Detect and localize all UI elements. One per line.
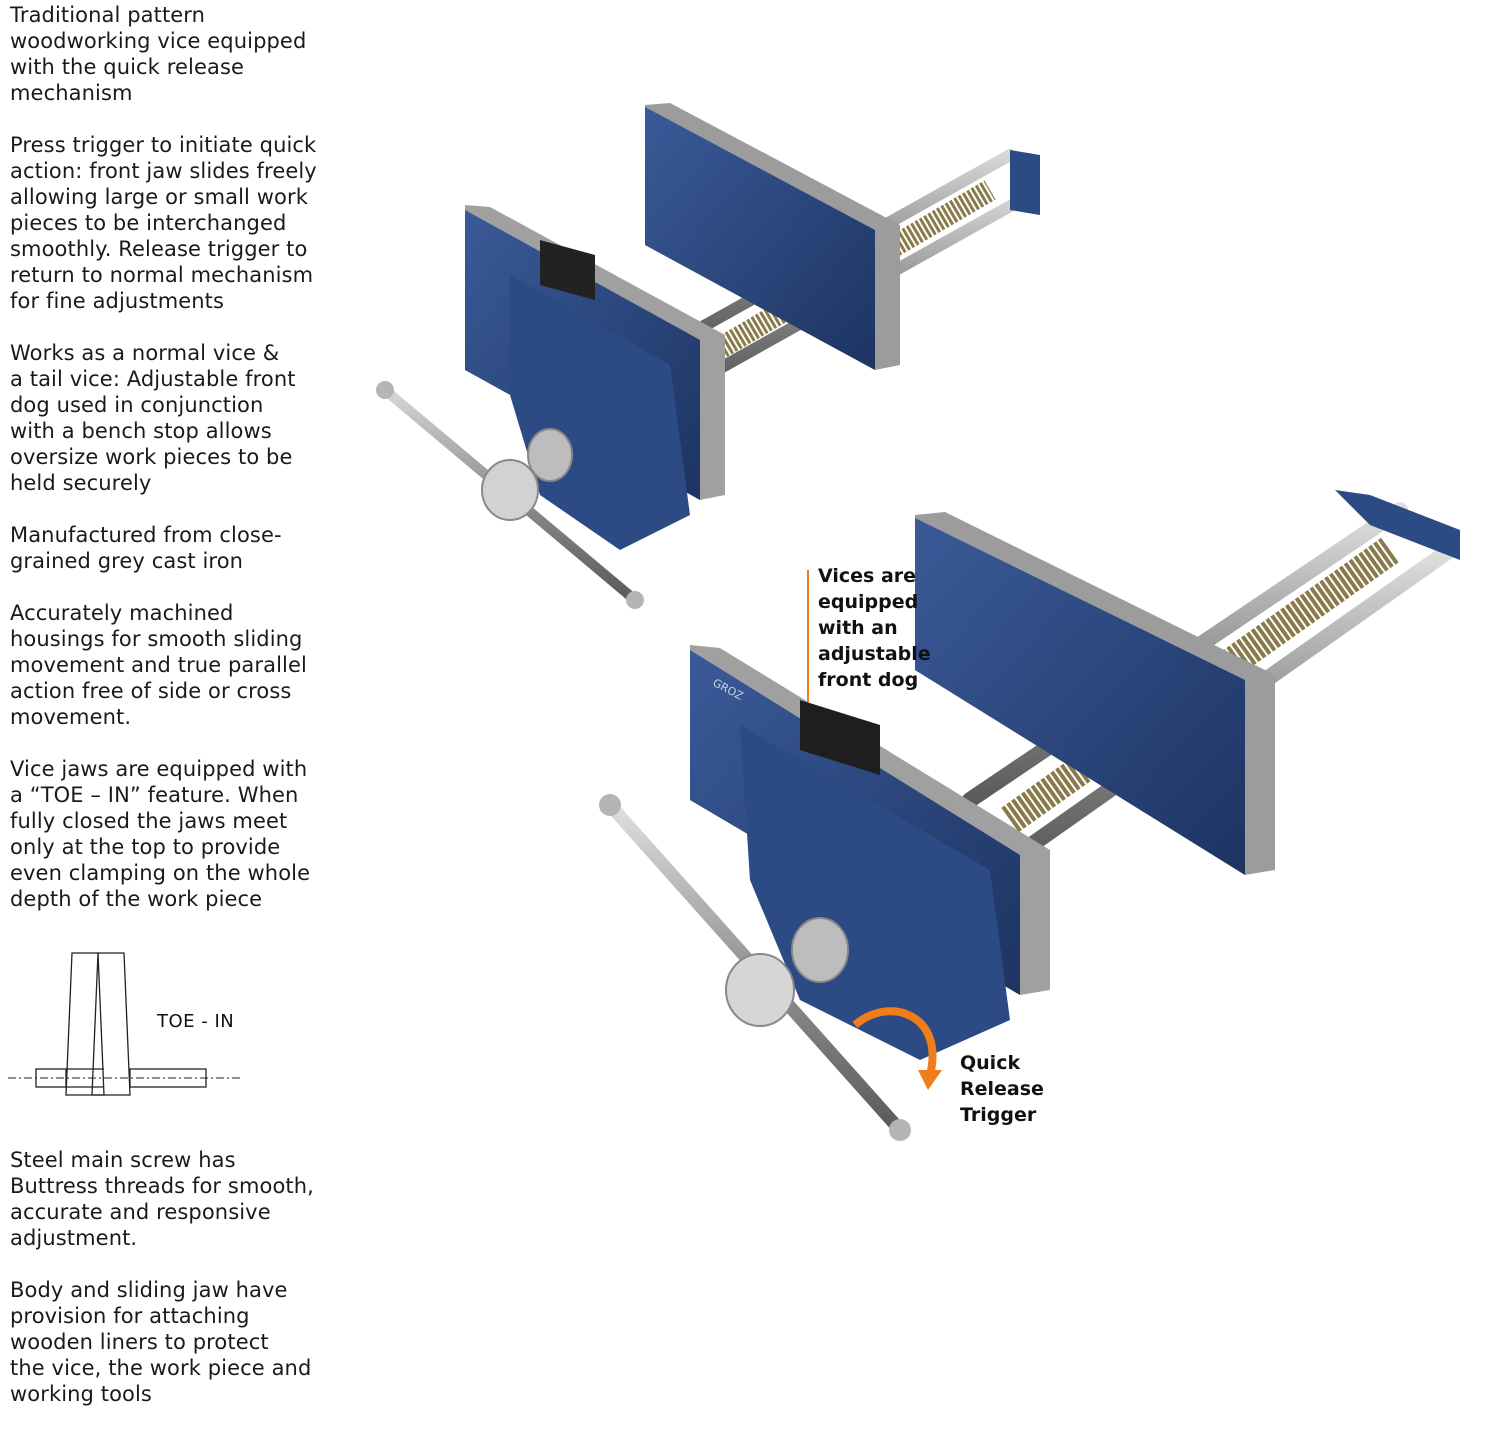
vice-bottom-image: GROZ <box>599 490 1460 1141</box>
feature-cast-iron: Manufactured from close- grained grey ca… <box>10 523 282 573</box>
feature-main-screw: Steel main screw has Buttress threads fo… <box>10 1148 314 1250</box>
feature-machined: Accurately machined housings for smooth … <box>10 601 307 729</box>
toe-in-diagram <box>8 952 240 1096</box>
feature-toe-in: Vice jaws are equipped with a “TOE – IN”… <box>10 757 311 911</box>
feature-trigger-action: Press trigger to initiate quick action: … <box>10 133 317 313</box>
front-dog-callout: Vices are equipped with an adjustable fr… <box>818 565 931 691</box>
feature-wooden-liners: Body and sliding jaw have provision for … <box>10 1278 312 1406</box>
feature-tail-vice: Works as a normal vice & a tail vice: Ad… <box>10 341 296 495</box>
toe-in-label: TOE - IN <box>157 1011 235 1032</box>
trigger-arrow-icon <box>852 1007 937 1076</box>
vice-top-image <box>376 103 1040 609</box>
trigger-callout: Quick Release Trigger <box>960 1052 1044 1126</box>
feature-quick-release: Traditional pattern woodworking vice equ… <box>10 3 307 105</box>
